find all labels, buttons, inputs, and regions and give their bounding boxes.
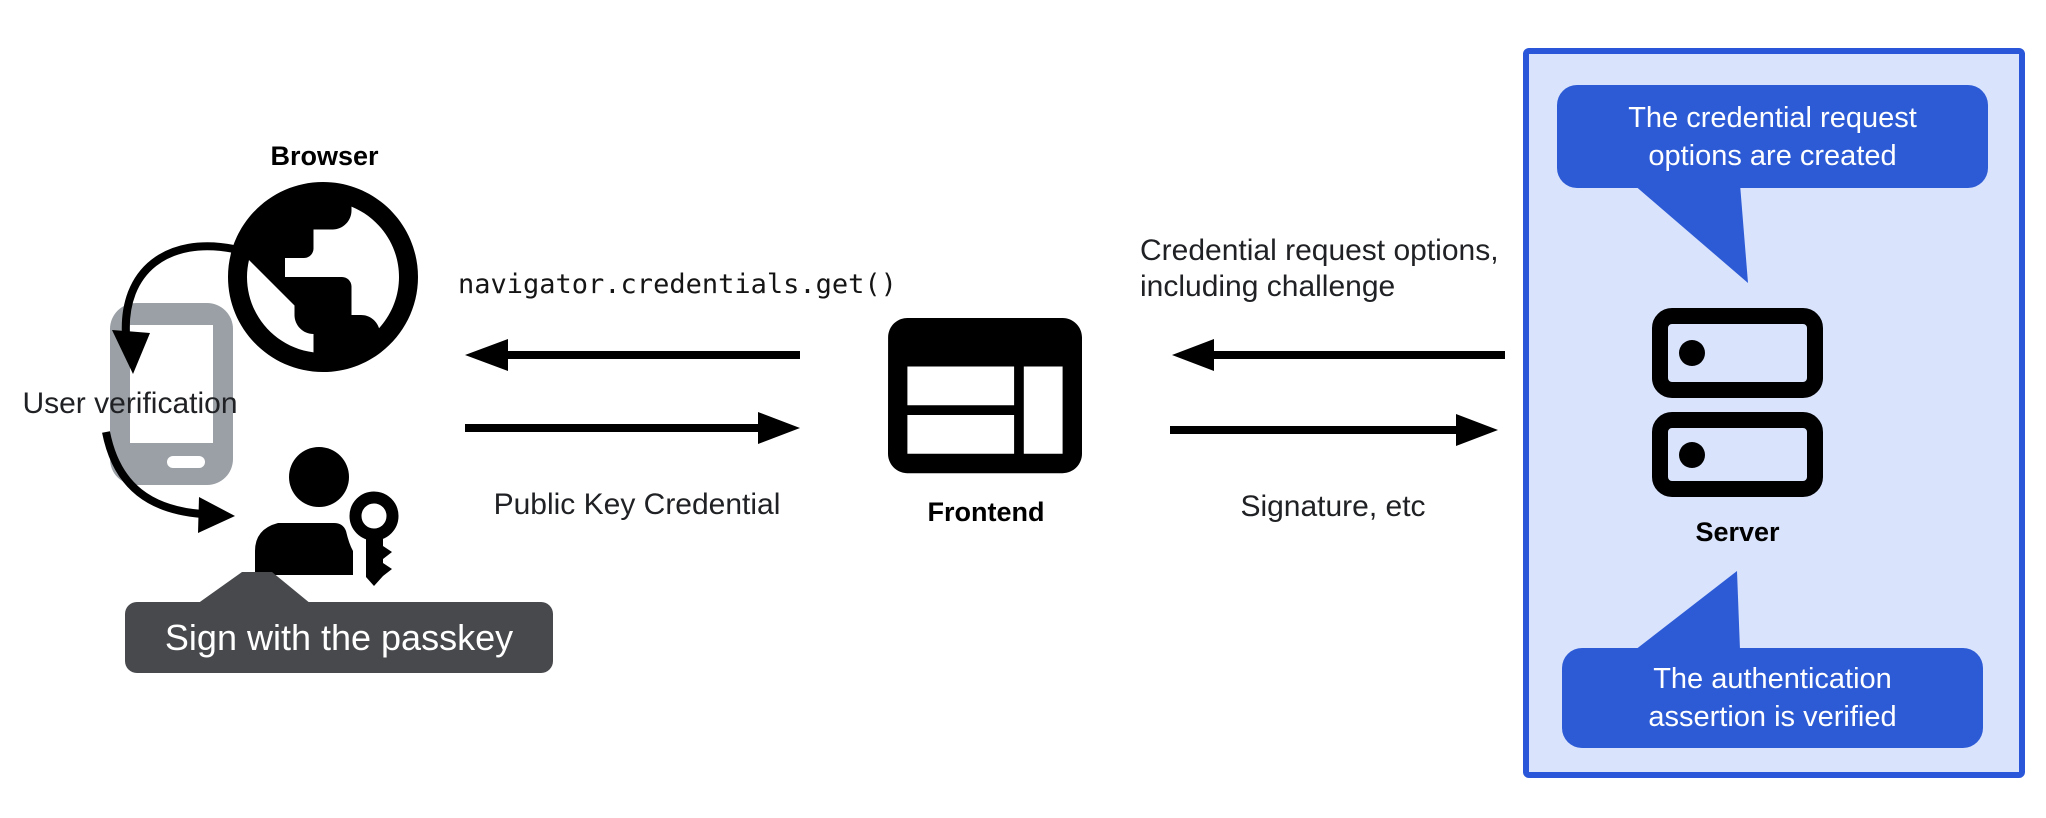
credential-request-options-label: Credential request options, including ch… [1140, 233, 1499, 305]
curved-arrow-phone-to-user [102, 431, 235, 533]
curved-arrow-browser-to-phone [112, 242, 235, 374]
callout-top-tail [1633, 184, 1748, 283]
callout-bottom-tail [1635, 571, 1740, 650]
tooltip-pointer [197, 572, 311, 604]
key-icon [349, 491, 399, 586]
callout-request-created-line1: The credential request [1628, 101, 1917, 134]
arrow-browser-to-frontend [465, 412, 800, 444]
server-icon [1652, 308, 1823, 497]
callout-assertion-verified-line1: The authentication [1653, 663, 1892, 695]
credential-request-options-line2: including challenge [1140, 270, 1396, 303]
passkey-prompt-tooltip: Sign with the passkey [125, 602, 553, 673]
server-label: Server [1695, 517, 1780, 547]
browser-label: Browser [270, 141, 379, 171]
arrow-frontend-to-browser [465, 339, 800, 371]
callout-assertion-verified: The authentication assertion is verified [1562, 648, 1983, 748]
credential-request-options-line1: Credential request options, [1140, 234, 1499, 267]
frontend-label: Frontend [927, 497, 1045, 527]
navigator-credentials-get-code: navigator.credentials.get() [458, 269, 897, 300]
user-verification-label: User verification [22, 387, 238, 420]
callout-request-created: The credential request options are creat… [1557, 85, 1988, 188]
callout-request-created-line2: options are created [1648, 139, 1897, 172]
arrow-server-to-frontend [1172, 339, 1505, 371]
public-key-credential-label: Public Key Credential [493, 488, 781, 521]
callout-assertion-verified-line2: assertion is verified [1648, 701, 1897, 733]
frontend-web-icon [888, 318, 1082, 474]
signature-label: Signature, etc [1240, 490, 1426, 523]
person-icon [255, 447, 353, 575]
arrow-frontend-to-server [1170, 414, 1498, 446]
globe-icon [228, 182, 418, 372]
passkey-prompt-text: Sign with the passkey [164, 616, 514, 658]
